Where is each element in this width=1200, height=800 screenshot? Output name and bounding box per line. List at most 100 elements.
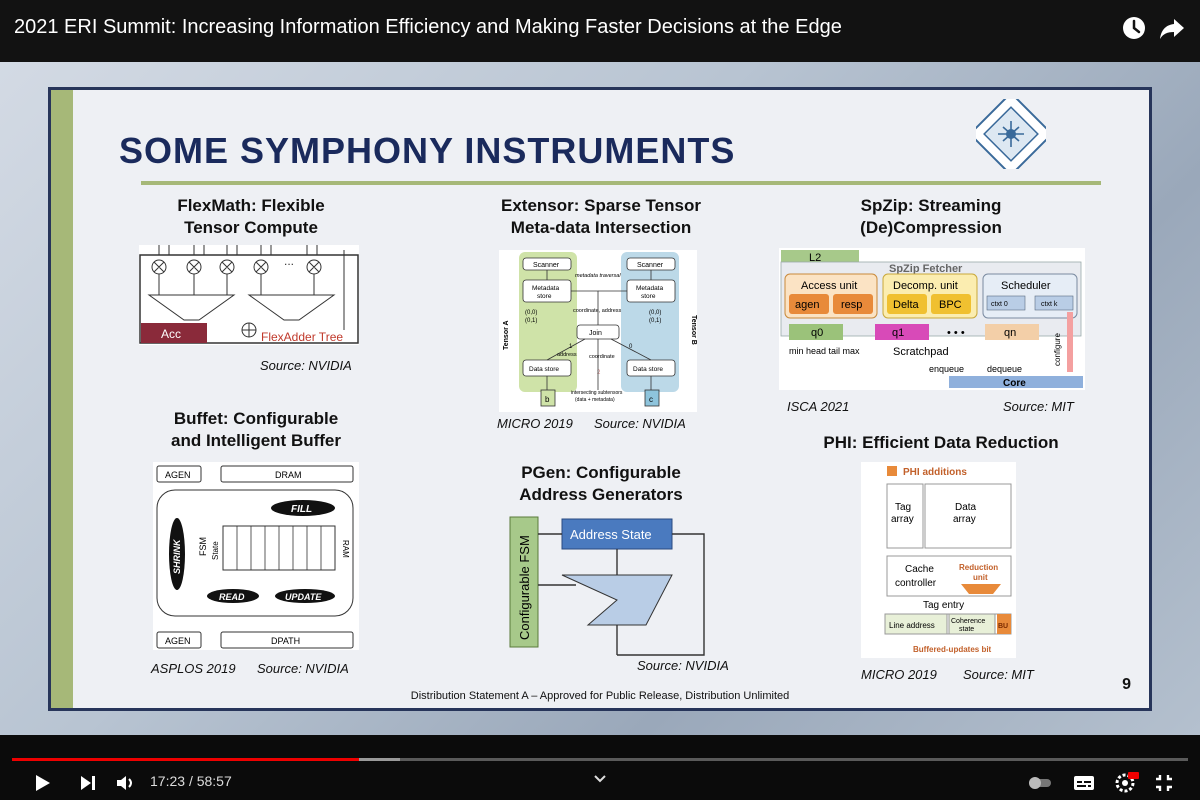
- flexmath-diagram: ... Acc FlexAdder Tree: [139, 245, 359, 345]
- q0-label: q0: [811, 327, 823, 339]
- fill-label: FILL: [291, 504, 312, 515]
- phi-diagram: PHI additions Tag array Data array Cache…: [861, 462, 1016, 658]
- share-icon[interactable]: [1156, 12, 1188, 44]
- video-title[interactable]: 2021 ERI Summit: Increasing Information …: [14, 16, 842, 38]
- pointer-labels: min head tail max: [789, 346, 860, 356]
- cache-controller-line1: Cache: [905, 564, 934, 575]
- enqueue-label: enqueue: [929, 364, 964, 374]
- metadata-store-a-line1: Metadata: [532, 285, 559, 292]
- title-rule: [141, 181, 1101, 185]
- reduction-unit-line2: unit: [973, 573, 988, 582]
- flexadder-tree-label: FlexAdder Tree: [261, 330, 343, 344]
- volume-icon[interactable]: [112, 769, 140, 797]
- spzip-diagram: L2 SpZip Fetcher Access unit agen resp D…: [779, 248, 1085, 390]
- pgen-title-line1: PGen: Configurable: [521, 463, 681, 482]
- queue-ellipsis: • • •: [947, 327, 965, 339]
- subtitles-icon[interactable]: [1070, 769, 1098, 797]
- reduction-unit-line1: Reduction: [959, 563, 998, 572]
- data-array-line2: array: [953, 514, 976, 525]
- buffet-agen-top: AGEN: [165, 470, 191, 480]
- phi-title: PHI: Efficient Data Reduction: [823, 433, 1059, 452]
- next-icon[interactable]: [74, 769, 102, 797]
- num-0-label: 0: [629, 344, 633, 350]
- coherence-line1: Coherence: [951, 618, 985, 625]
- dram-label: DRAM: [275, 470, 302, 480]
- presentation-slide: SOME SYMPHONY INSTRUMENTS FlexMath: Flex…: [48, 87, 1152, 711]
- spzip-venue: ISCA 2021: [787, 399, 850, 414]
- buffet-source: Source: NVIDIA: [257, 661, 349, 676]
- pgen-diagram: Configurable FSM Address State: [509, 516, 705, 656]
- spzip-title-line2: (De)Compression: [860, 218, 1002, 237]
- extensor-title-line1: Extensor: Sparse Tensor: [501, 196, 701, 215]
- configure-label: configure: [1053, 333, 1062, 366]
- spzip-title-line1: SpZip: Streaming: [860, 196, 1002, 215]
- phi-source: Source: MIT: [963, 667, 1034, 682]
- player-controls: 17:23 / 58:57: [0, 735, 1200, 800]
- metadata-traversal-label: metadata traversal: [575, 273, 621, 279]
- acc-label: Acc: [161, 327, 181, 341]
- pgen-title-line2: Address Generators: [519, 485, 683, 504]
- ctxtk-label: ctxt k: [1041, 301, 1058, 308]
- access-unit-label: Access unit: [801, 280, 857, 292]
- chevron-down-icon[interactable]: [586, 765, 614, 793]
- intersecting-line2: (data + metadata): [575, 397, 615, 403]
- extensor-diagram: Scanner Scanner metadata traversal Metad…: [499, 250, 697, 412]
- qn-label: qn: [1004, 327, 1016, 339]
- tag-array-line2: array: [891, 514, 914, 525]
- q1-label: q1: [892, 327, 904, 339]
- decomp-unit-label: Decomp. unit: [893, 280, 958, 292]
- extensor-source: Source: NVIDIA: [594, 416, 686, 431]
- metadata-store-a-line2: store: [537, 293, 552, 300]
- scanner-a-label: Scanner: [533, 262, 560, 269]
- pgen-title: PGen: Configurable Address Generators: [491, 462, 711, 506]
- buffet-title-line2: and Intelligent Buffer: [171, 431, 341, 450]
- scanner-b-label: Scanner: [637, 262, 664, 269]
- dequeue-label: dequeue: [987, 364, 1022, 374]
- progress-bar[interactable]: [12, 758, 1188, 761]
- extensor-title: Extensor: Sparse Tensor Meta-data Inters…: [471, 195, 731, 239]
- delta-label: Delta: [893, 299, 920, 311]
- phi-venue: MICRO 2019: [861, 667, 937, 682]
- watch-later-icon[interactable]: [1118, 12, 1150, 44]
- data-array-line1: Data: [955, 502, 977, 513]
- dpath-label: DPATH: [271, 636, 300, 646]
- label-c: c: [649, 395, 653, 404]
- read-label: READ: [219, 592, 245, 602]
- num-2-label: 2: [597, 370, 601, 376]
- play-icon[interactable]: [28, 769, 56, 797]
- cache-controller-line2: controller: [895, 578, 937, 589]
- fullscreen-icon[interactable]: [1150, 769, 1178, 797]
- coords-b-1: (0,0): [649, 310, 661, 316]
- phi-additions-label: PHI additions: [903, 467, 967, 478]
- bpc-label: BPC: [939, 299, 962, 311]
- label-b: b: [545, 395, 550, 404]
- resp-label: resp: [841, 299, 862, 311]
- flexmath-title-line1: FlexMath: Flexible: [177, 196, 325, 215]
- coordinate-label: coordinate: [589, 354, 615, 360]
- video-frame[interactable]: SOME SYMPHONY INSTRUMENTS FlexMath: Flex…: [0, 62, 1200, 735]
- extensor-venue: MICRO 2019: [497, 416, 573, 431]
- settings-gear-icon[interactable]: [1112, 769, 1140, 797]
- scheduler-label: Scheduler: [1001, 280, 1051, 292]
- flexmath-title-line2: Tensor Compute: [184, 218, 318, 237]
- metadata-store-b-line2: store: [641, 293, 656, 300]
- join-label: Join: [589, 330, 602, 337]
- buffet-venue: ASPLOS 2019: [151, 661, 236, 676]
- agen-label: agen: [795, 299, 819, 311]
- line-address-label: Line address: [889, 621, 935, 630]
- buffet-agen-bottom: AGEN: [165, 636, 191, 646]
- extensor-title-line2: Meta-data Intersection: [510, 218, 692, 237]
- scratchpad-label: Scratchpad: [893, 346, 949, 358]
- ctxt0-label: ctxt 0: [991, 301, 1008, 308]
- buffered-updates-label: Buffered-updates bit: [913, 645, 992, 654]
- data-store-b-label: Data store: [633, 366, 663, 373]
- coords-b-2: (0,1): [649, 318, 661, 324]
- autoplay-toggle-icon[interactable]: [1026, 769, 1054, 797]
- flexmath-dots: ...: [284, 254, 294, 268]
- bu-label: BU: [998, 623, 1008, 630]
- coordinate-address-label: coordinate, address: [573, 308, 622, 314]
- coords-a-2: (0,1): [525, 318, 537, 324]
- darpa-logo-icon: [976, 99, 1046, 169]
- buffet-diagram: AGEN DRAM FILL SHRINK FSM State RAM READ…: [153, 462, 359, 650]
- shrink-label: SHRINK: [172, 538, 182, 574]
